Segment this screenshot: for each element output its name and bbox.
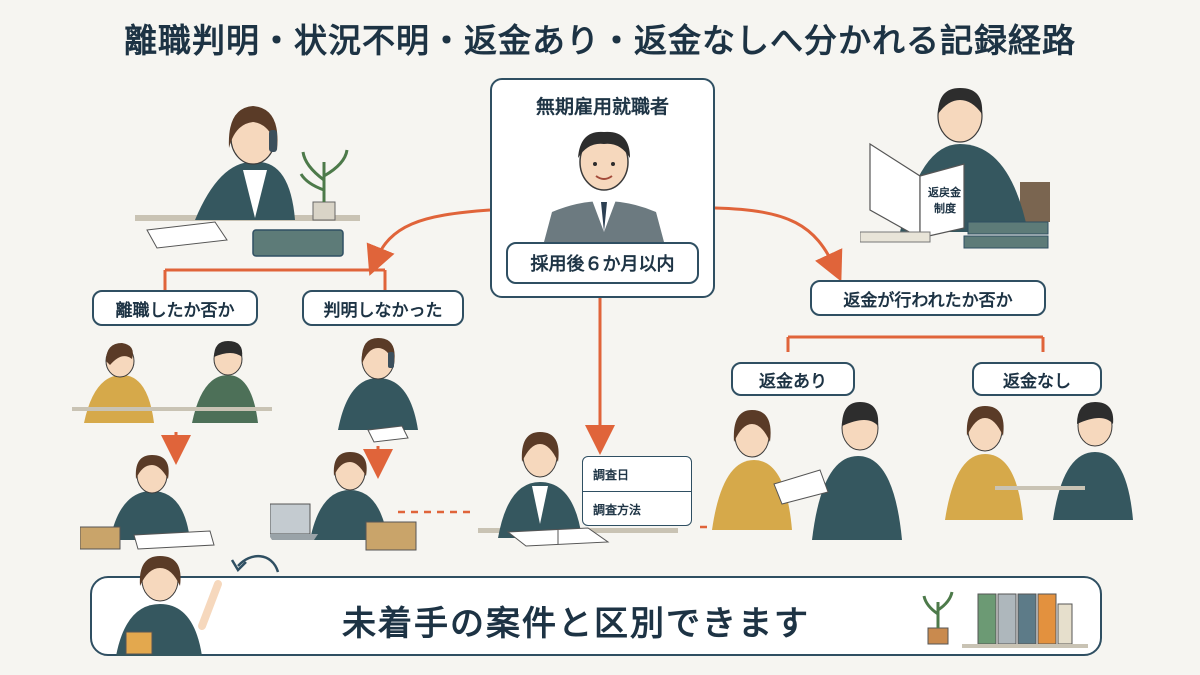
- return-arrow: [237, 555, 280, 573]
- left-split-line: [163, 268, 387, 290]
- svg-text:返戻金: 返戻金: [928, 185, 962, 199]
- branch-right-refund-check: 返金が行われたか否か: [810, 280, 1046, 316]
- refund-yes-illustration: [712, 402, 902, 540]
- employment-period-label: 採用後６か月以内: [506, 242, 699, 284]
- refund-no-pill: 返金なし: [972, 362, 1102, 396]
- arrow-to-left-branch: [366, 208, 491, 276]
- branch-left-unknown: 判明しなかった: [302, 290, 464, 326]
- arrow-to-right-branch: [714, 206, 843, 282]
- employee-figure: [544, 131, 664, 242]
- svg-text:制度: 制度: [934, 201, 957, 215]
- investigation-record-illustration: [478, 432, 678, 547]
- employee-card-title: 無期雇用就職者: [535, 96, 669, 118]
- phone-call-illustration: [135, 106, 360, 257]
- pointing-woman-illustration: [116, 556, 222, 656]
- page-title: 離職判明・状況不明・返金あり・返金なしへ分かれる記録経路: [124, 21, 1076, 60]
- right-split-line: [786, 335, 1045, 352]
- refund-no-illustration: [945, 402, 1133, 520]
- footer-banner: 未着手の案件と区別できます: [90, 556, 1102, 656]
- plant-icon: [299, 149, 349, 221]
- branch-left-resigned: 離職したか否か: [92, 290, 258, 326]
- footer-message: 未着手の案件と区別できます: [342, 604, 810, 644]
- employee-card: 無期雇用就職者 採用後６か月以内: [490, 78, 715, 298]
- record-fields-card: 調査日 調査方法: [582, 456, 692, 526]
- interview-illustration: [72, 341, 272, 423]
- record-field-date: 調査日: [593, 467, 630, 482]
- refund-document-reader: 返戻金 制度: [860, 88, 1050, 249]
- laptop-record-illustration: [270, 452, 417, 551]
- record-field-method: 調査方法: [583, 491, 691, 526]
- unknown-call-illustration: [338, 338, 418, 443]
- binders-shelf-illustration: [922, 591, 1088, 648]
- laptop-icon: [270, 503, 318, 540]
- refund-yes-pill: 返金あり: [731, 362, 855, 396]
- record-writing-illustration: [80, 455, 215, 550]
- plant-icon: [922, 591, 954, 645]
